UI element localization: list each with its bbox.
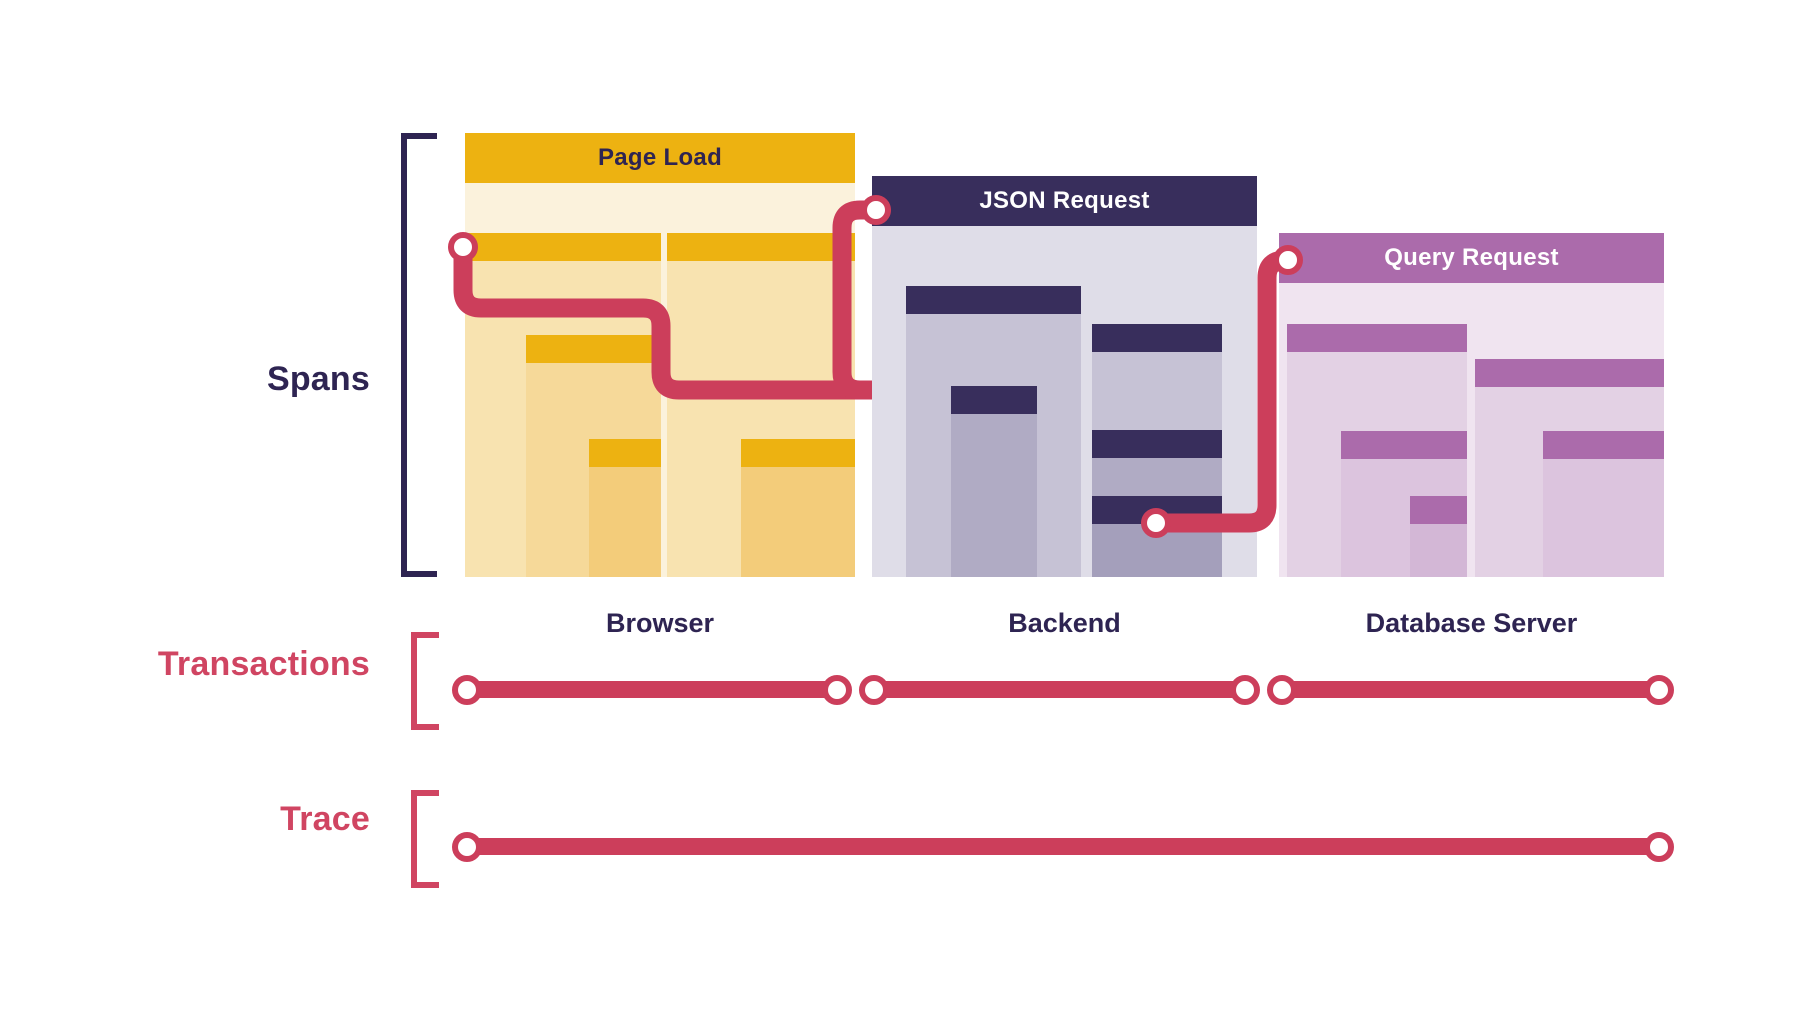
span-cap [951, 386, 1037, 414]
span-cap [1543, 431, 1664, 459]
transaction-node-browser-start [452, 675, 482, 705]
span-bar [741, 439, 855, 577]
span-fill [951, 386, 1037, 577]
span-group-body-database [1279, 283, 1664, 577]
span-cap [667, 233, 855, 261]
service-label-database: Database Server [1365, 608, 1578, 638]
trace-node-database-start [1273, 245, 1303, 275]
bracket-trace [411, 790, 439, 888]
span-group-database: Query Request [1279, 233, 1664, 577]
bracket-spans [401, 133, 437, 577]
transaction-bar-browser [462, 681, 842, 698]
span-bar [1410, 496, 1467, 577]
trace-node-browser-start [448, 232, 478, 262]
transaction-header-page-load: Page Load [465, 133, 855, 183]
trace-node-end [1644, 832, 1674, 862]
span-cap [1475, 359, 1664, 387]
transaction-node-backend-start [859, 675, 889, 705]
span-cap [465, 233, 661, 261]
service-label-browser: Browser [605, 608, 715, 638]
span-cap [1092, 430, 1222, 458]
span-cap [741, 439, 855, 467]
trace-node-backend-start [861, 195, 891, 225]
span-cap [589, 439, 661, 467]
transaction-header-query-request: Query Request [1279, 233, 1664, 283]
transaction-node-database-start [1267, 675, 1297, 705]
span-cap [906, 286, 1081, 314]
row-label-spans: Spans [266, 360, 370, 398]
span-group-body-backend [872, 226, 1257, 577]
transaction-bar-database [1277, 681, 1664, 698]
span-group-browser: Page Load [465, 133, 855, 577]
transaction-node-database-end [1644, 675, 1674, 705]
span-cap [1341, 431, 1467, 459]
trace-node-start [452, 832, 482, 862]
bracket-transactions [411, 632, 439, 730]
transaction-header-json-request: JSON Request [872, 176, 1257, 226]
span-cap [1092, 324, 1222, 352]
span-bar [589, 439, 661, 577]
transaction-bar-backend [869, 681, 1250, 698]
transaction-node-browser-end [822, 675, 852, 705]
span-bar [951, 386, 1037, 577]
span-bar [1543, 431, 1664, 577]
row-label-trace: Trace [280, 800, 370, 838]
trace-node-backend-end [1141, 508, 1171, 538]
row-label-transactions: Transactions [157, 645, 370, 683]
span-group-body-browser [465, 183, 855, 577]
span-cap [1287, 324, 1467, 352]
span-cap [1410, 496, 1467, 524]
service-label-backend: Backend [1008, 608, 1121, 638]
transaction-node-backend-end [1230, 675, 1260, 705]
span-cap [526, 335, 661, 363]
span-group-backend: JSON Request [872, 176, 1257, 577]
trace-bar [462, 838, 1654, 855]
